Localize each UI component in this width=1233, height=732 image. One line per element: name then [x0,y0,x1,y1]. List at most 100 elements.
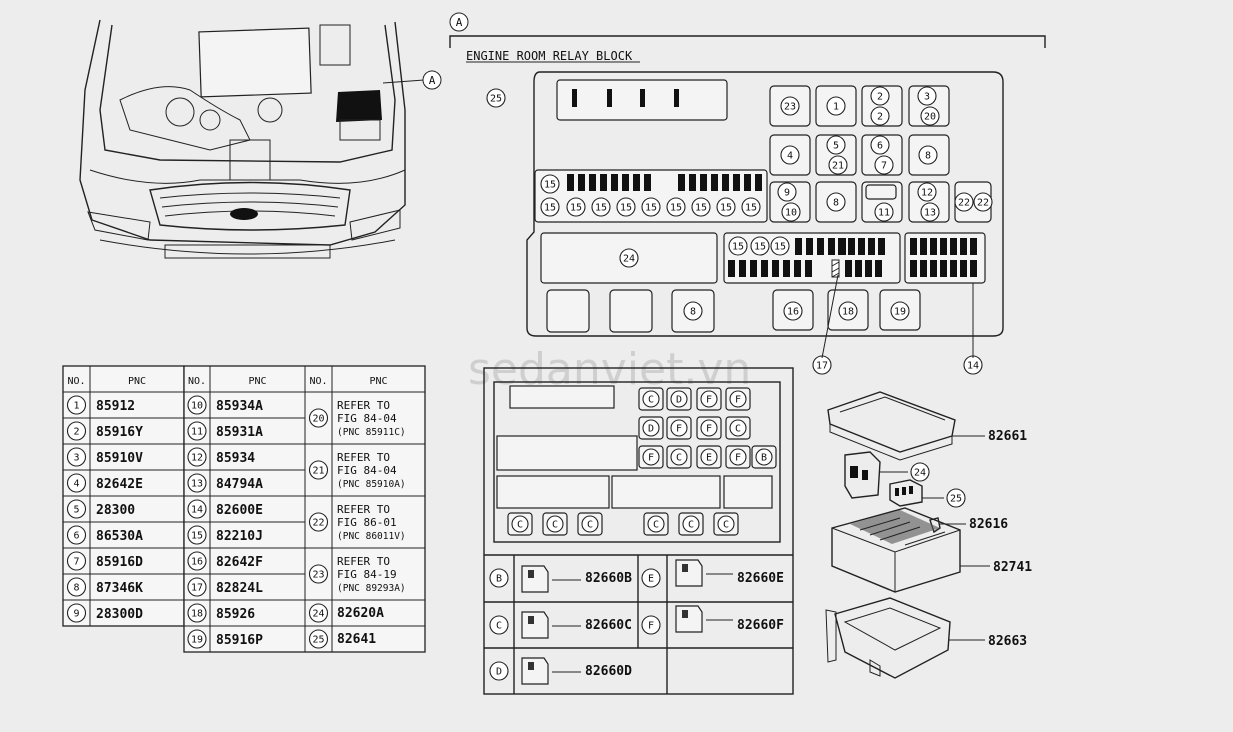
relay-label-9: 9 [777,182,797,202]
table-no-13-text: 13 [191,479,203,490]
table-pnc: 82600E [216,503,263,518]
relay-type-D-text: D [496,667,502,678]
table-header: NO. [67,376,85,387]
connector-F: F [729,390,747,408]
table-no-12: 12 [187,447,207,467]
table-no-22-text: 22 [312,518,324,529]
fuse-slot [970,238,977,255]
relay-label-15: 15 [666,197,686,217]
table-pnc: 84794A [216,477,263,492]
connector-C: C [546,515,564,533]
connector-B-text: B [761,453,767,464]
callout-a: A [429,74,436,87]
fuse-slot [868,238,875,255]
table-no-20: 20 [308,408,329,428]
fuse-slot [845,260,852,277]
relay-label-16-text: 16 [787,307,799,318]
relay-label-22-text: 22 [977,198,989,209]
relay-label-8-text: 8 [833,198,839,209]
table-no-9: 9 [66,603,87,623]
table-no-10-text: 10 [191,401,203,412]
table-no-21-text: 21 [312,466,324,477]
relay-label-2-text: 2 [877,112,883,123]
relay-label-8: 8 [826,192,846,212]
relay-label-25-text: 25 [490,94,502,105]
relay-label-19-text: 19 [894,307,906,318]
relay-label-10-text: 10 [785,208,797,219]
table-refer-line: (PNC 85910A) [337,479,406,490]
table-no-9-text: 9 [73,609,79,620]
connector-C-text: C [552,520,558,531]
table-no-15-text: 15 [191,531,203,542]
table-header: NO. [309,376,327,387]
table-refer-line: (PNC 85911C) [337,427,406,438]
table-refer-line: FIG 84-19 [337,568,397,581]
fuse-slot [960,238,967,255]
fuse-slot [878,238,885,255]
fuse-slot [940,238,947,255]
relay-label-7-text: 7 [881,161,887,172]
relay-label-15-text: 15 [620,203,632,214]
relay-label-1: 1 [826,96,846,116]
relay-label-15: 15 [750,236,770,256]
exploded-label-82663: 82663 [988,634,1027,649]
relay-label-15-text: 15 [595,203,607,214]
table-header: PNC [128,376,146,387]
relay-label-19: 19 [890,301,910,321]
connector-C-text: C [648,395,654,406]
relay-label-15: 15 [540,174,560,194]
table-no-8-text: 8 [73,583,79,594]
relay-label-8: 8 [918,145,938,165]
fuse-slot [750,260,757,277]
table-no-19: 19 [187,629,207,649]
exploded-label-25-text: 25 [950,494,962,505]
table-pnc: 28300D [96,607,143,622]
relay-label-6: 6 [870,135,890,155]
section-callout-a: A [456,16,463,29]
relay-label-25: 25 [486,88,506,108]
relay-icon-D [521,657,549,685]
table-no-17: 17 [187,577,207,597]
connector-F-text: F [706,424,712,435]
relay-label-14: 14 [963,355,983,375]
fuse-slot [783,260,790,277]
relay-socket-small [865,184,897,200]
fuse-slot [940,260,947,277]
relay-label-15-text: 15 [570,203,582,214]
table-header: NO. [188,376,206,387]
block-82741 [831,507,990,593]
table-header: PNC [369,376,387,387]
relay-type-pnc: 82660E [737,571,784,586]
table-pnc: 85910V [96,451,143,466]
fuse-slot [567,174,574,191]
relay-label-16: 16 [783,301,803,321]
relay-type-pnc: 82660D [585,664,632,679]
table-no-6: 6 [66,525,87,545]
table-pnc: 85916D [96,555,143,570]
fuse-slot [622,174,629,191]
table-pnc: 86530A [96,529,143,544]
relay-label-15-text: 15 [544,203,556,214]
table-refer-line: 82641 [337,632,376,647]
connector-D: D [670,390,688,408]
connector-C: C [682,515,700,533]
relay-label-5-text: 5 [833,141,839,152]
table-no-23: 23 [308,564,329,584]
exploded-label-24-text: 24 [914,468,926,479]
relay-type-F-text: F [648,621,654,632]
relay-type-C-text: C [496,621,502,632]
connector-F: F [670,419,688,437]
fuse-slot [875,260,882,277]
relay-label-15-text: 15 [774,242,786,253]
fuse-slot [960,260,967,277]
table-no-16: 16 [187,551,207,571]
table-pnc: 85916P [216,633,263,648]
connector-F-text: F [648,453,654,464]
table-no-18-text: 18 [191,609,203,620]
table-no-18: 18 [187,603,207,623]
table-no-24-text: 24 [312,609,324,620]
